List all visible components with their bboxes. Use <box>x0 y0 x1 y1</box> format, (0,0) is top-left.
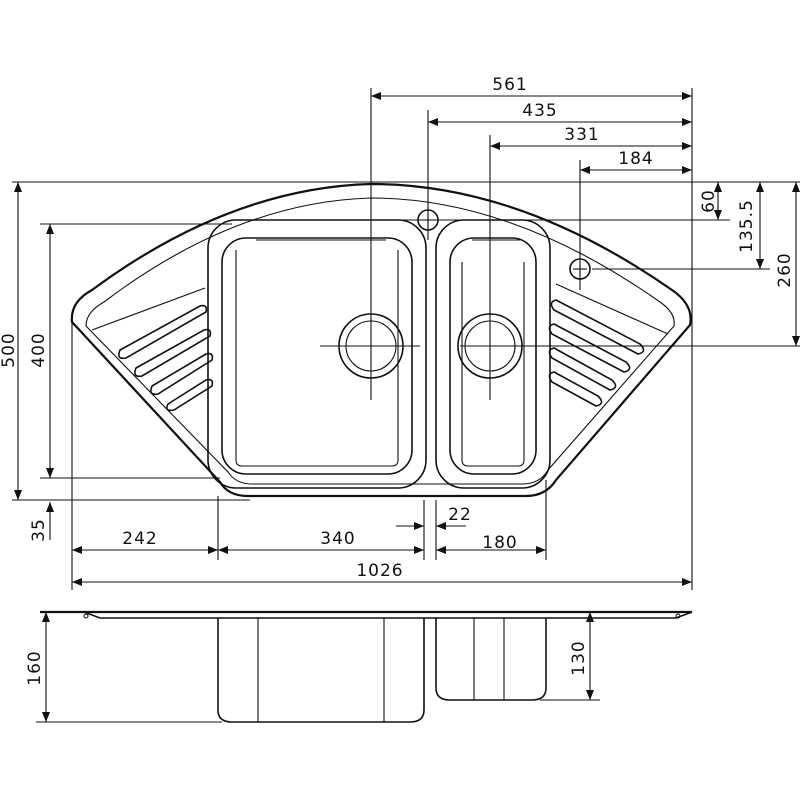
plan-view <box>70 88 692 498</box>
dim-260: 260 <box>775 252 795 287</box>
sink-outer-outline <box>70 182 692 498</box>
dim-400: 400 <box>29 332 49 367</box>
right-drainer-ribs <box>548 283 669 407</box>
sink-rim-line <box>85 197 675 485</box>
dimension-labels: 561 435 331 184 60 135.5 260 500 400 35 … <box>0 75 795 581</box>
dim-22: 22 <box>448 505 472 525</box>
dim-160: 160 <box>25 650 45 685</box>
small-bowl-inner <box>449 237 537 475</box>
dimension-lines <box>12 88 800 590</box>
dim-500: 500 <box>0 332 19 367</box>
left-drainer-ribs <box>91 287 214 412</box>
small-bowl-outer <box>435 219 551 489</box>
dim-180: 180 <box>482 533 517 553</box>
dim-331: 331 <box>564 125 599 145</box>
dim-35: 35 <box>29 518 49 542</box>
small-bowl-floor <box>461 262 525 467</box>
dim-435: 435 <box>522 101 557 121</box>
side-view-small-bowl <box>435 618 547 701</box>
side-view: 160 130 <box>25 610 693 723</box>
side-view-large-bowl <box>217 618 425 723</box>
dim-60: 60 <box>699 189 719 213</box>
large-bowl-floor <box>235 250 399 467</box>
dim-242: 242 <box>122 529 157 549</box>
dim-135-5: 135.5 <box>737 199 757 253</box>
large-bowl-outer <box>207 219 427 489</box>
large-bowl-inner <box>221 237 413 475</box>
dim-130: 130 <box>569 640 589 675</box>
dim-340: 340 <box>320 529 355 549</box>
dim-1026: 1026 <box>356 561 403 581</box>
dim-184: 184 <box>618 149 653 169</box>
dim-561: 561 <box>492 75 527 95</box>
